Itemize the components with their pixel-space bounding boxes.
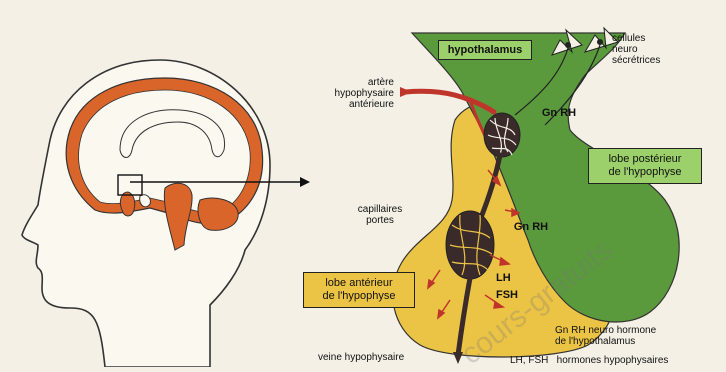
gnrh-top-label: Gn RH bbox=[534, 108, 584, 119]
lh-label: LH bbox=[496, 273, 526, 284]
artery-label: artère hypophysaire antérieure bbox=[272, 77, 394, 110]
capillary-network-bottom bbox=[446, 211, 494, 279]
pituitary-stalk-small bbox=[140, 195, 151, 207]
fsh-label: FSH bbox=[496, 290, 526, 301]
capillary-network-top bbox=[484, 113, 520, 157]
legend-gnrh: Gn RH neuro hormone de l'hypothalamus bbox=[555, 325, 725, 347]
capillaries-label: capillaires portes bbox=[340, 204, 420, 226]
head-profile bbox=[22, 60, 270, 367]
anterior-lobe-label: lobe antérieur de l'hypophyse bbox=[303, 272, 415, 308]
gnrh-mid-label: Gn RH bbox=[506, 222, 556, 233]
hypothalamus-label: hypothalamus bbox=[438, 40, 532, 60]
vein-label: veine hypophysaire bbox=[318, 352, 454, 363]
legend-lhfsh: LH, FSH hormones hypophysaires bbox=[510, 355, 726, 366]
neurosecretory-cells-label: cellules neuro sécrétrices bbox=[612, 33, 692, 66]
posterior-lobe-label: lobe postérieur de l'hypophyse bbox=[588, 148, 702, 184]
